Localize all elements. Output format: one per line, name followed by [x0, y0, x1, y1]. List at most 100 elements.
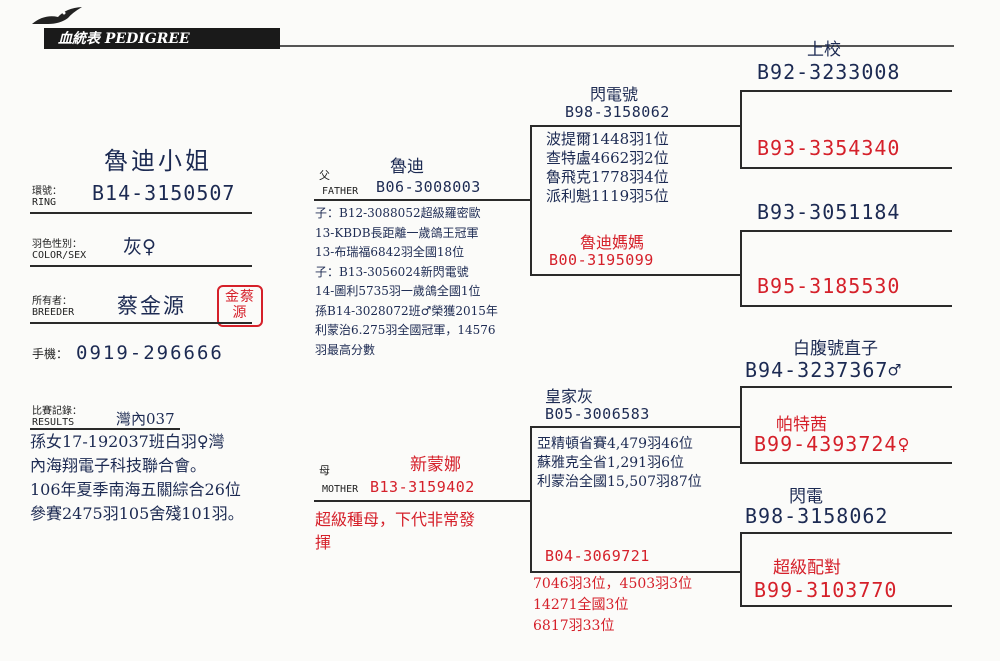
phone-value: 0919-296666	[76, 342, 224, 364]
dam-bracket	[530, 426, 532, 572]
sd-sire-ring: B93-3051184	[757, 200, 901, 224]
sire-label-en: FATHER	[322, 186, 359, 197]
sire-dam-ring: B00-3195099	[549, 251, 654, 269]
breeder-label-en: BREEDER	[32, 307, 75, 318]
breeder-seal: 金蔡源	[217, 285, 263, 327]
sire-ring: B06-3008003	[376, 178, 481, 196]
phone-label: 手機：	[32, 347, 69, 361]
dam-dam-notes: 7046羽3位，4503羽3位 14271全國3位 6817羽33位	[533, 574, 692, 637]
color-label-cn: 羽色性別：	[32, 239, 82, 250]
dam-sire-ring: B05-3006583	[545, 405, 650, 423]
ss-sire-name: 上校	[807, 40, 841, 60]
dam-dam-note: 7046羽3位，4503羽3位	[533, 576, 693, 592]
sire-sire-notes: 波提爾1448羽1位 查特盧4662羽2位 魯飛克1778羽4位 派利魁1119…	[546, 130, 669, 206]
breeder-label: 所有者：BREEDER	[32, 296, 74, 318]
sire-note: 羽最高分數	[315, 342, 376, 357]
sire-sire-note: 魯飛克1778羽4位	[546, 168, 669, 186]
dam-dam-note: 6817羽33位	[533, 618, 615, 634]
sire-label-cn: 父	[319, 169, 330, 182]
sire-note: 子：B13-3056024新閃電號	[315, 264, 469, 279]
results-underline	[30, 428, 180, 430]
dam-sire-note: 亞精頓省賽4,479羽46位	[537, 436, 693, 452]
ring-value: B14-3150507	[92, 181, 236, 205]
ss-sire-ring: B92-3233008	[757, 60, 901, 84]
sire-sire-note: 查特盧4662羽2位	[546, 149, 669, 167]
sire-underline	[314, 199, 530, 201]
results-line: 參賽2475羽105舍殘101羽。	[30, 504, 244, 523]
results-label: 比賽記錄：RESULTS	[32, 406, 82, 428]
dam-sire-notes: 亞精頓省賽4,479羽46位 蘇雅克全省1,291羽6位 利蒙治全國15,507…	[537, 435, 702, 492]
dam-label-en: MOTHER	[322, 484, 359, 495]
breeder-seal-text: 金蔡源	[225, 289, 255, 321]
breeder-underline	[30, 322, 252, 324]
dd-bracket	[740, 532, 742, 606]
sire-dam-name: 魯迪媽媽	[580, 233, 645, 252]
sire-sire-ring: B98-3158062	[565, 103, 670, 121]
results-block: 孫女17-192037班白羽♀灣 內海翔電子科技聯合會。 106年夏季南海五關綜…	[30, 430, 244, 526]
sire-name: 魯迪	[390, 157, 424, 177]
breeder-value: 蔡金源	[117, 294, 186, 318]
sd-dam-ring: B95-3185530	[757, 274, 901, 298]
color-underline	[30, 265, 252, 267]
sire-dam-line	[530, 274, 740, 276]
ds-dam-name: 帕特茜	[776, 415, 827, 435]
ds-sire-name: 白腹號直子	[793, 339, 878, 359]
ring-label: 環號：RING	[32, 186, 62, 208]
ss-sire-line	[740, 90, 952, 92]
ds-bracket	[740, 386, 742, 463]
sire-sire-note: 派利魁1119羽5位	[546, 187, 669, 205]
breeder-label-cn: 所有者：	[32, 296, 72, 307]
ds-sire-ring: B94-3237367♂	[745, 358, 902, 382]
sire-note: 13-KBDB長距離一歲鴿王冠軍	[315, 225, 479, 240]
dam-name: 新蒙娜	[410, 455, 461, 475]
sire-sire-line	[530, 125, 740, 127]
dam-sire-name: 皇家灰	[545, 387, 594, 406]
results-line: 內海翔電子科技聯合會。	[30, 456, 207, 475]
ds-dam-line	[740, 462, 952, 464]
dam-sire-line	[530, 426, 740, 428]
ds-sire-line	[740, 386, 952, 388]
dam-notes: 超級種母，下代非常發 揮	[315, 508, 475, 554]
bird-name: 魯迪小姐	[104, 147, 212, 175]
dd-sire-name: 閃電	[789, 487, 823, 507]
dam-dam-note: 14271全國3位	[533, 597, 629, 613]
ss-bracket	[740, 90, 742, 168]
sd-sire-line	[740, 230, 952, 232]
ss-dam-line	[740, 167, 952, 169]
dam-ring: B13-3159402	[370, 478, 475, 496]
ring-label-cn: 環號：	[32, 186, 62, 197]
results-label-en: RESULTS	[32, 417, 75, 428]
results-first: 灣內037	[116, 410, 175, 428]
dam-note: 揮	[315, 533, 332, 552]
dam-sire-note: 蘇雅克全省1,291羽6位	[537, 455, 684, 471]
sire-note: 14-圖利5735羽一歲鴿全國1位	[315, 284, 481, 298]
sire-sire-note: 波提爾1448羽1位	[546, 130, 669, 148]
color-label-en: COLOR/SEX	[32, 250, 87, 261]
dam-dam-ring: B04-3069721	[545, 547, 650, 565]
sd-bracket	[740, 230, 742, 306]
bird-logo-icon	[32, 7, 82, 24]
sire-note: 13-布瑞福6842羽全國18位	[315, 245, 465, 259]
results-line: 孫女17-192037班白羽♀灣	[30, 432, 225, 451]
sire-note: 子：B12-3088052超級羅密歐	[315, 206, 481, 220]
dam-label-cn: 母	[319, 464, 330, 477]
results-line: 106年夏季南海五關綜合26位	[30, 480, 241, 499]
header-title: 血統表 PEDIGREE	[58, 31, 190, 47]
sire-note: 孫B14-3028072班♂榮獲2015年	[315, 303, 498, 318]
sire-note: 利蒙治6.275羽全國冠軍，14576	[315, 323, 496, 337]
sire-bracket	[530, 125, 532, 275]
header-rule	[44, 45, 954, 47]
dd-dam-name: 超級配對	[773, 558, 841, 578]
ring-label-en: RING	[32, 197, 57, 208]
sire-sire-name: 閃電號	[590, 85, 639, 104]
dam-underline	[314, 500, 530, 502]
dam-sire-note: 利蒙治全國15,507羽87位	[537, 474, 702, 490]
color-label: 羽色性別：COLOR/SEX	[32, 239, 86, 261]
sire-notes: 子：B12-3088052超級羅密歐 13-KBDB長距離一歲鴿王冠軍 13-布…	[315, 204, 498, 360]
ring-underline	[30, 212, 252, 214]
header-title-bar: 血統表 PEDIGREE	[44, 28, 280, 49]
color-value: 灰♀	[123, 236, 156, 258]
sd-dam-line	[740, 305, 952, 307]
dd-sire-ring: B98-3158062	[745, 504, 889, 528]
ds-dam-ring: B99-4393724♀	[754, 432, 911, 456]
